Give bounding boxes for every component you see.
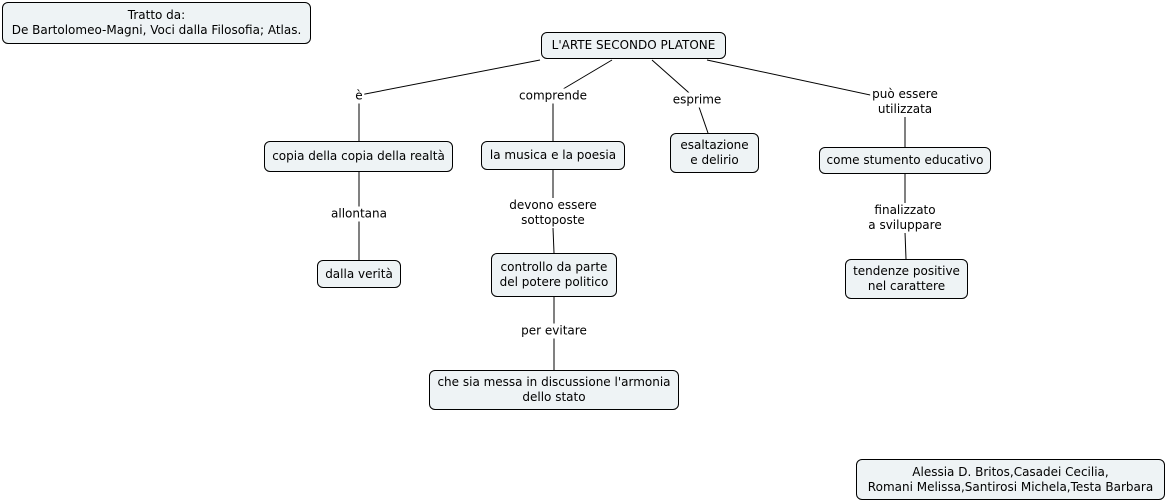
edge-finalizzato-tendenze <box>904 231 907 260</box>
node-controllo: controllo da parte del potere politico <box>491 253 617 297</box>
link-e: è <box>353 88 365 104</box>
node-esaltazione: esaltazione e delirio <box>670 133 759 173</box>
link-finalizzato: finalizzato a sviluppare <box>866 203 944 233</box>
source-note: Tratto da: De Bartolomeo-Magni, Voci dal… <box>2 2 311 44</box>
link-devono: devono essere sottoposte <box>507 198 599 228</box>
node-root: L'ARTE SECONDO PLATONE <box>541 32 726 59</box>
link-per-evitare: per evitare <box>519 323 589 339</box>
node-strumento: come stumento educativo <box>819 147 991 174</box>
link-puo-essere: può essere utilizzata <box>870 87 940 117</box>
edge-root-e <box>359 59 541 96</box>
node-copia: copia della copia della realtà <box>264 141 453 172</box>
authors-note: Alessia D. Britos,Casadei Cecilia, Roman… <box>856 459 1165 500</box>
link-allontana: allontana <box>329 206 389 222</box>
link-esprime: esprime <box>670 92 724 108</box>
edge-esprime-esaltazione <box>698 106 709 134</box>
node-tendenze: tendenze positive nel carattere <box>845 259 968 299</box>
node-verita: dalla verità <box>317 260 401 288</box>
node-musica: la musica e la poesia <box>481 141 625 170</box>
node-armonia: che sia messa in discussione l'armonia d… <box>429 370 679 410</box>
link-comprende: comprende <box>517 88 589 104</box>
edge-devono-controllo <box>552 227 555 254</box>
